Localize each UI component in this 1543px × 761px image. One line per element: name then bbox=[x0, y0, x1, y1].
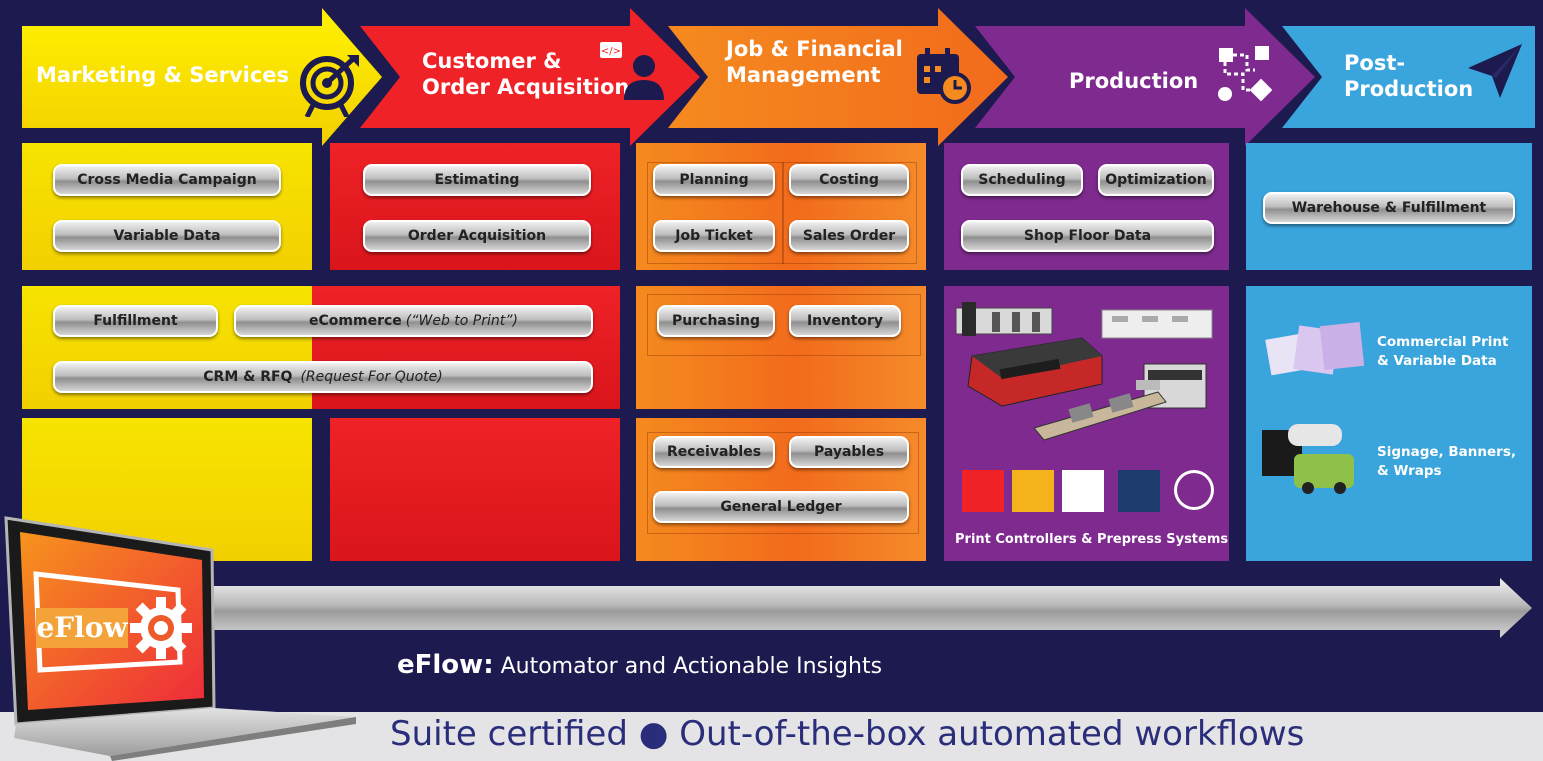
payables-pill[interactable]: Payables bbox=[789, 436, 909, 468]
pill-label: Receivables bbox=[666, 444, 762, 460]
stage-post-production: Post- Production bbox=[1282, 8, 1535, 146]
paper-plane-icon bbox=[1468, 44, 1522, 98]
stage-title: Marketing & Services bbox=[36, 63, 290, 87]
pill-label: Inventory bbox=[806, 313, 884, 329]
eflow-logo-text: eFlow bbox=[36, 608, 128, 648]
calendar-clock-icon bbox=[917, 48, 971, 104]
kodak-logo bbox=[1012, 470, 1054, 512]
stage-title-line: Order Acquisition bbox=[422, 75, 630, 99]
planning-pill[interactable]: Planning bbox=[653, 164, 775, 196]
job-grid-divider bbox=[782, 162, 784, 264]
pill-note: (Request For Quote) bbox=[300, 369, 443, 385]
label-line: & Wraps bbox=[1377, 463, 1442, 479]
workflow-nodes-icon bbox=[1218, 46, 1273, 102]
eflow-caption-rest: Automator and Actionable Insights bbox=[500, 654, 883, 679]
receivables-pill[interactable]: Receivables bbox=[653, 436, 775, 468]
pill-label: Purchasing bbox=[672, 313, 760, 329]
inventory-pill[interactable]: Inventory bbox=[789, 305, 901, 337]
job-row3-frame bbox=[647, 432, 919, 534]
job-grid-frame bbox=[647, 162, 917, 264]
job-ticket-pill[interactable]: Job Ticket bbox=[653, 220, 775, 252]
printing-equipment-image bbox=[955, 302, 1213, 441]
fiery-logo bbox=[962, 470, 1004, 512]
stage-production: Production bbox=[975, 8, 1315, 146]
signage-banners-label: Signage, Banners, & Wraps bbox=[1377, 443, 1516, 481]
pill-label: Warehouse & Fulfillment bbox=[1291, 200, 1487, 216]
general-ledger-pill[interactable]: General Ledger bbox=[653, 491, 909, 523]
pill-label: Fulfillment bbox=[93, 313, 178, 329]
footer-text: Suite certified ● Out-of-the-box automat… bbox=[390, 714, 1305, 754]
customer-code-icon: </> bbox=[600, 42, 664, 100]
pill-label: Shop Floor Data bbox=[1023, 228, 1152, 244]
optimization-pill[interactable]: Optimization bbox=[1098, 164, 1214, 196]
commercial-print-label: Commercial Print & Variable Data bbox=[1377, 333, 1508, 371]
label-line: & Variable Data bbox=[1377, 353, 1497, 369]
signage-banners-image bbox=[1262, 424, 1354, 494]
label-line: Commercial Print bbox=[1377, 334, 1509, 350]
pill-label: Costing bbox=[819, 172, 879, 188]
scheduling-pill[interactable]: Scheduling bbox=[961, 164, 1083, 196]
customer-row3-panel bbox=[330, 418, 620, 561]
pill-label: Order Acquisition bbox=[407, 228, 547, 244]
eflow-caption: eFlow: Automator and Actionable Insights bbox=[397, 650, 882, 680]
gear-icon bbox=[130, 597, 192, 659]
pill-label: Optimization bbox=[1105, 172, 1207, 188]
pill-label: Variable Data bbox=[113, 228, 221, 244]
eflow-automation-arrow bbox=[120, 578, 1532, 638]
stage-job-financial: Job & Financial Management bbox=[668, 8, 1008, 146]
costing-pill[interactable]: Costing bbox=[789, 164, 909, 196]
target-icon bbox=[300, 55, 359, 117]
cross-media-campaign-pill[interactable]: Cross Media Campaign bbox=[53, 164, 281, 196]
stage-title-line: Production bbox=[1344, 77, 1474, 101]
efi-logo bbox=[1062, 470, 1104, 512]
job-row2-frame bbox=[647, 294, 921, 356]
pill-note: (“Web to Print”) bbox=[405, 313, 518, 329]
svg-text:</>: </> bbox=[601, 46, 621, 57]
fulfillment-pill[interactable]: Fulfillment bbox=[53, 305, 218, 337]
stage-marketing: Marketing & Services bbox=[22, 8, 382, 146]
stage-title-line: Management bbox=[726, 63, 881, 87]
stage-title-line: Customer & bbox=[422, 49, 562, 73]
stage-title-line: Post- bbox=[1344, 51, 1406, 75]
label-line: Signage, Banners, bbox=[1377, 444, 1516, 460]
warehouse-fulfillment-pill[interactable]: Warehouse & Fulfillment bbox=[1263, 192, 1515, 224]
pill-label: Cross Media Campaign bbox=[77, 172, 257, 188]
eflow-caption-bold: eFlow: bbox=[397, 650, 494, 680]
pill-label: General Ledger bbox=[720, 499, 842, 515]
post-row2-panel bbox=[1246, 286, 1532, 561]
crm-rfq-pill[interactable]: CRM & RFQ (Request For Quote) bbox=[53, 361, 593, 393]
print-controllers-caption: Print Controllers & Prepress Systems bbox=[955, 532, 1229, 547]
stage-title: Production bbox=[1069, 69, 1199, 93]
hp-logo bbox=[1174, 470, 1214, 510]
shop-floor-data-pill[interactable]: Shop Floor Data bbox=[961, 220, 1214, 252]
pill-label: Sales Order bbox=[802, 228, 896, 244]
stage-title-line: Job & Financial bbox=[726, 37, 903, 61]
pill-label: Scheduling bbox=[978, 172, 1066, 188]
eflow-logo-badge: eFlow bbox=[36, 595, 192, 661]
order-acquisition-pill[interactable]: Order Acquisition bbox=[363, 220, 591, 252]
estimating-pill[interactable]: Estimating bbox=[363, 164, 591, 196]
pill-label: eCommerce bbox=[309, 313, 402, 329]
ecommerce-pill[interactable]: eCommerce(“Web to Print”) bbox=[234, 305, 593, 337]
stage-customer: Customer & Order Acquisition </> bbox=[360, 8, 700, 146]
purchasing-pill[interactable]: Purchasing bbox=[657, 305, 775, 337]
pill-label: Payables bbox=[813, 444, 885, 460]
pill-label: Estimating bbox=[434, 172, 520, 188]
pill-label: CRM & RFQ bbox=[203, 369, 293, 385]
prinergy-logo bbox=[1118, 470, 1160, 512]
sales-order-pill[interactable]: Sales Order bbox=[789, 220, 909, 252]
pill-label: Job Ticket bbox=[675, 228, 753, 244]
pill-label: Planning bbox=[679, 172, 749, 188]
variable-data-pill[interactable]: Variable Data bbox=[53, 220, 281, 252]
commercial-print-image bbox=[1265, 322, 1365, 376]
